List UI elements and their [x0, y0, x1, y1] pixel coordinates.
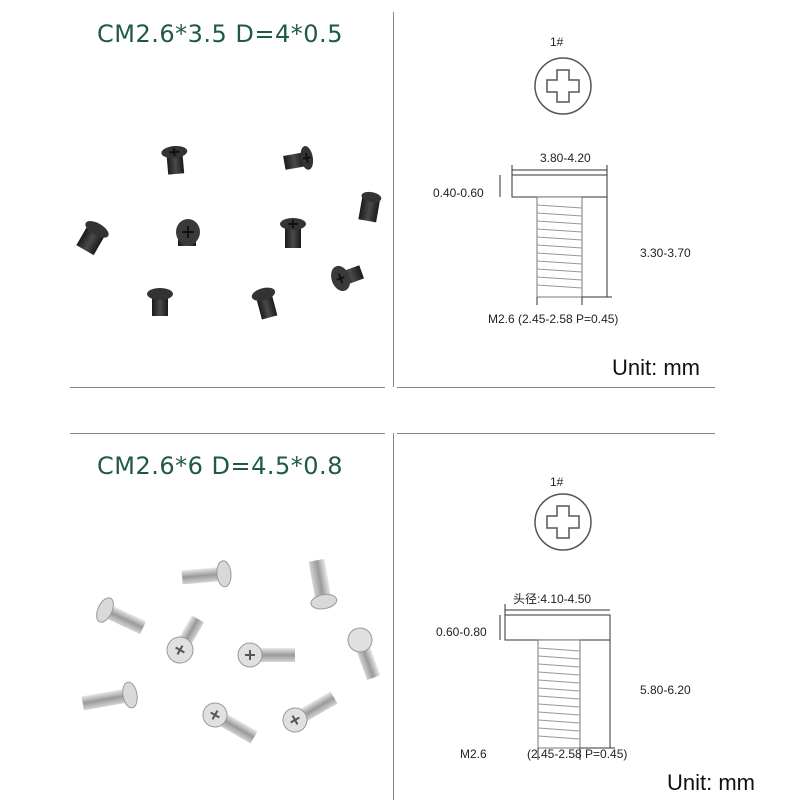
top-divider-right: [397, 387, 715, 388]
bottom-thread-name: M2.6: [460, 747, 487, 761]
bottom-divider-left: [70, 433, 385, 434]
black-screw: [147, 288, 173, 316]
top-product-title: CM2.6*3.5 D=4*0.5: [97, 20, 343, 48]
bottom-thread-spec: (2.45-2.58 P=0.45): [527, 747, 628, 761]
black-screw: [331, 265, 365, 292]
black-screw: [251, 287, 278, 320]
phillips-head-icon: [534, 57, 592, 115]
top-drive-label: 1#: [550, 35, 564, 49]
silver-screw: [181, 560, 232, 588]
black-screw: [76, 221, 109, 256]
silver-screw: [202, 702, 258, 744]
black-screw: [161, 145, 188, 175]
silver-screw: [282, 691, 338, 733]
bottom-divider-right: [397, 433, 715, 434]
silver-screw: [166, 615, 205, 664]
silver-screw: [308, 558, 338, 610]
black-screw: [280, 218, 306, 248]
black-screw: [358, 191, 382, 223]
top-head-diameter: 3.80-4.20: [540, 151, 591, 165]
bottom-product-title: CM2.6*6 D=4.5*0.8: [97, 452, 343, 480]
black-screws-photo: [76, 145, 382, 320]
bottom-screw-drawing: [499, 604, 615, 760]
bottom-head-thickness: 0.60-0.80: [436, 625, 487, 639]
black-screw: [283, 146, 314, 170]
bottom-length: 5.80-6.20: [640, 683, 691, 697]
bottom-drive-label: 1#: [550, 475, 564, 489]
top-screw-drawing: [499, 165, 612, 305]
phillips-head-icon: [534, 493, 592, 551]
silver-screw: [237, 642, 295, 668]
bottom-unit-label: Unit: mm: [667, 770, 755, 795]
top-divider-left: [70, 387, 385, 388]
silver-screw: [96, 597, 147, 635]
bottom-vertical-divider: [393, 433, 394, 800]
top-vertical-divider: [393, 12, 394, 387]
bottom-head-diameter: 头径:4.10-4.50: [513, 592, 592, 606]
top-unit-label: Unit: mm: [612, 355, 700, 380]
top-thread-spec: M2.6 (2.45-2.58 P=0.45): [488, 312, 619, 326]
silver-screw: [81, 681, 138, 711]
top-length: 3.30-3.70: [640, 246, 691, 260]
black-screw: [176, 219, 200, 246]
top-head-thickness: 0.40-0.60: [433, 186, 484, 200]
silver-screws-photo: [81, 558, 381, 744]
silver-screw: [347, 627, 381, 680]
